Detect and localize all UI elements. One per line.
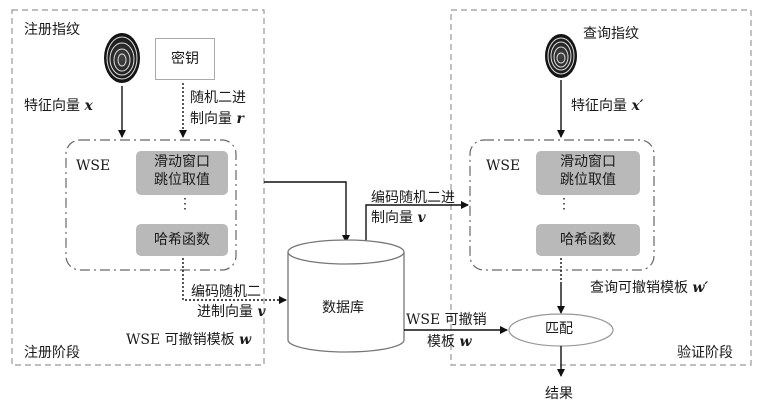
enroll-step-hash: 哈希函数 <box>136 224 228 256</box>
verify-stage-frame <box>450 9 752 366</box>
db-template-symbol: w <box>459 334 472 350</box>
enroll-wse-label: WSE <box>76 158 111 174</box>
enroll-template-symbol: w <box>239 332 252 348</box>
enroll-step-sliding-window: 滑动窗口 跳位取值 <box>136 151 228 195</box>
query-template-symbol: w′ <box>692 280 709 296</box>
verify-fingerprint-icon <box>545 34 577 78</box>
verify-step1-line1: 滑动窗口 <box>560 154 616 170</box>
arrow-enroll-to-db <box>182 258 287 304</box>
db-out-label-line1: 编码随机二进 <box>371 190 455 206</box>
db-out-symbol: v <box>417 210 426 226</box>
enroll-ellipsis: ⋮ <box>178 196 192 212</box>
random-vector-line2: 制向量 r <box>190 111 244 128</box>
result-label: 结果 <box>545 386 573 402</box>
db-out-text: 制向量 <box>371 210 413 226</box>
verify-fingerprint-label: 查询指纹 <box>583 26 639 42</box>
enroll-fingerprint-icon <box>104 33 140 83</box>
enroll-fingerprint-label: 注册指纹 <box>24 22 80 38</box>
enroll-stage-label: 注册阶段 <box>24 345 80 361</box>
random-vector-line1: 随机二进 <box>190 90 246 106</box>
verify-feature-vector-text: 特征向量 <box>571 98 627 114</box>
verify-step-sliding-window: 滑动窗口 跳位取值 <box>536 151 640 195</box>
enroll-feature-vector-text: 特征向量 <box>24 98 80 114</box>
enroll-feature-vector-symbol: x <box>84 98 93 114</box>
verify-stage-label: 验证阶段 <box>677 345 733 361</box>
db-out-label-line2: 制向量 v <box>371 210 426 227</box>
encoded-vector-line1: 编码随机二 <box>191 284 261 300</box>
arrow-enroll-template-to-db <box>264 181 350 243</box>
enroll-step1-line2: 跳位取值 <box>154 172 210 188</box>
verify-feature-vector-label: 特征向量 x′ <box>571 98 644 115</box>
db-template-line1: WSE 可撤销 <box>406 312 487 328</box>
arrow-db-to-verify <box>365 201 469 242</box>
query-template-text: 查询可撤销模板 <box>590 280 688 296</box>
verify-ellipsis: ⋮ <box>557 196 571 212</box>
enroll-wse-frame <box>65 139 237 271</box>
encoded-vector-line2: 进制向量 v <box>197 304 266 321</box>
verify-wse-label: WSE <box>486 158 521 174</box>
db-template-line2: 模板 w <box>427 334 472 351</box>
encoded-vector-text: 进制向量 <box>197 304 253 320</box>
database-label: 数据库 <box>322 300 364 316</box>
query-template-label: 查询可撤销模板 w′ <box>590 280 708 297</box>
enroll-step1-line1: 滑动窗口 <box>154 154 210 170</box>
match-label: 匹配 <box>545 321 573 337</box>
verify-step-hash: 哈希函数 <box>536 224 640 256</box>
verify-wse-frame <box>469 139 655 271</box>
random-vector-text: 制向量 <box>190 111 232 127</box>
key-box: 密钥 <box>155 38 215 80</box>
enroll-stage-frame <box>11 9 265 366</box>
db-template-text: 模板 <box>427 334 455 350</box>
enroll-template-text: WSE 可撤销模板 <box>126 332 235 348</box>
encoded-vector-symbol: v <box>257 304 266 320</box>
enroll-template-label: WSE 可撤销模板 w <box>126 332 251 349</box>
enroll-feature-vector-label: 特征向量 x <box>24 98 93 115</box>
verify-step1-line2: 跳位取值 <box>560 172 616 188</box>
verify-feature-vector-symbol: x′ <box>631 98 644 114</box>
database-cylinder <box>287 239 405 353</box>
random-vector-symbol: r <box>236 111 244 127</box>
